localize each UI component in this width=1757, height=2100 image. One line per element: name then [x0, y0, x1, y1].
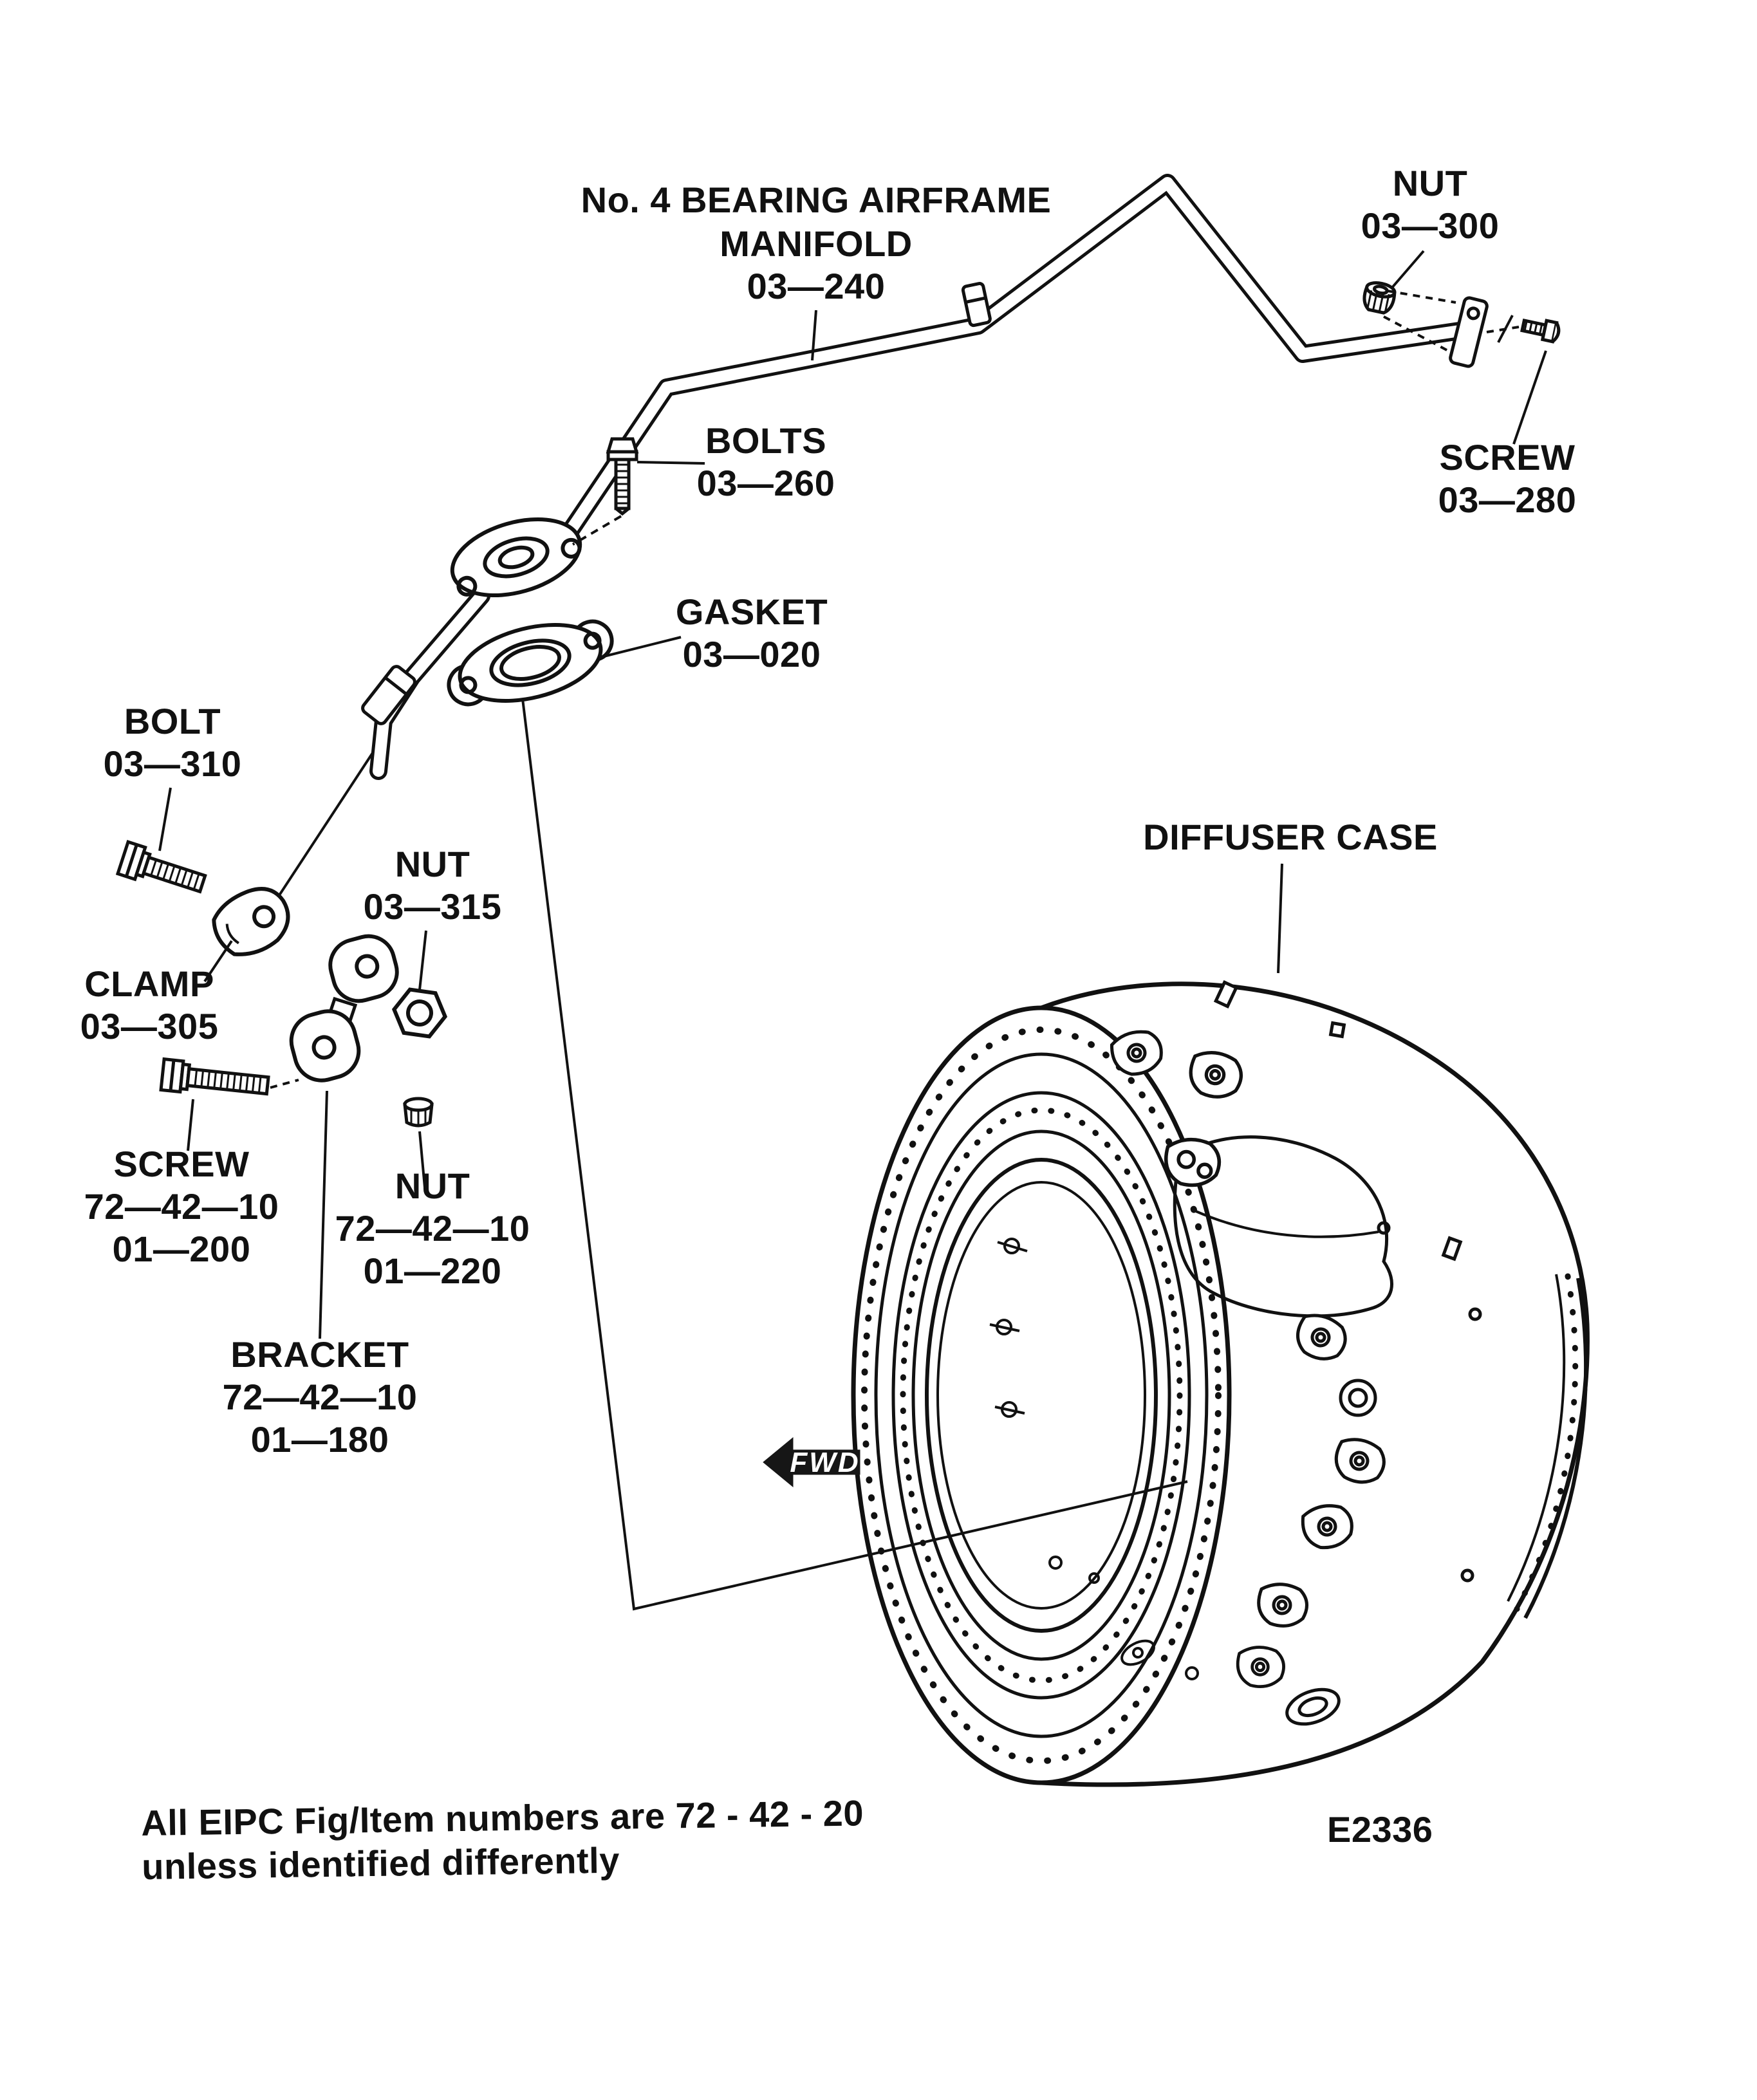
inner-face-studs — [989, 1238, 1199, 1680]
label-diffuser-case-line1: DIFFUSER CASE — [1143, 817, 1438, 857]
label-nut-03-300-line1: NUT — [1393, 163, 1468, 203]
case-bosses — [1110, 980, 1482, 1726]
label-manifold-line2: MANIFOLD — [720, 223, 913, 264]
long-leader-lines — [274, 698, 1188, 1611]
label-bolt-03-310-line2: 03—310 — [104, 743, 242, 784]
label-screw-72-42-10-line3: 01—200 — [113, 1229, 251, 1269]
label-bolts-03-260: BOLTS 03—260 — [697, 420, 835, 503]
label-manifold-line3: 03—240 — [747, 266, 886, 306]
label-gasket-03-020-line1: GASKET — [676, 591, 828, 632]
label-nut-03-315-line2: 03—315 — [364, 886, 502, 927]
nut-01-220-drawing — [403, 1097, 434, 1128]
flange-fitting-drawing — [450, 517, 582, 598]
label-clamp-03-305-line2: 03—305 — [80, 1006, 219, 1046]
label-screw-72-42-10-line2: 72—42—10 — [84, 1186, 279, 1227]
label-bracket-72-42-10: BRACKET 72—42—10 01—180 — [223, 1334, 418, 1460]
label-bolts-03-260-line1: BOLTS — [705, 420, 826, 461]
label-gasket-03-020: GASKET 03—020 — [676, 591, 828, 674]
label-diffuser-case: DIFFUSER CASE — [1143, 817, 1438, 857]
label-bolt-03-310: BOLT 03—310 — [104, 701, 242, 784]
label-nut-72-42-10-line1: NUT — [395, 1166, 470, 1206]
label-nut-03-315-line1: NUT — [395, 844, 470, 884]
label-nut-03-300: NUT 03—300 — [1361, 163, 1500, 246]
tube-end-tab — [1449, 296, 1489, 368]
label-screw-03-280-line2: 03—280 — [1438, 479, 1577, 520]
footer-note-line2: unless identified differently — [142, 1840, 620, 1887]
label-nut-72-42-10-line3: 01—220 — [364, 1250, 502, 1291]
diffuser-case-drawing — [851, 980, 1590, 1787]
label-screw-72-42-10-line1: SCREW — [114, 1144, 250, 1184]
label-gasket-03-020-line2: 03—020 — [683, 634, 821, 674]
gasket-drawing — [447, 619, 614, 707]
nut-03-315-drawing — [391, 987, 448, 1039]
label-bolts-03-260-line2: 03—260 — [697, 463, 835, 503]
label-nut-72-42-10: NUT 72—42—10 01—220 — [335, 1166, 530, 1291]
screw-01-200-drawing — [159, 1057, 299, 1096]
manifold-tube-drawing — [361, 174, 1489, 780]
label-screw-72-42-10: SCREW 72—42—10 01—200 — [84, 1144, 279, 1269]
label-screw-03-280: SCREW 03—280 — [1438, 437, 1577, 520]
label-nut-03-300-line2: 03—300 — [1361, 205, 1500, 246]
nut-03-300-drawing — [1362, 281, 1456, 352]
label-bolt-03-310-line1: BOLT — [124, 701, 221, 741]
label-nut-03-315: NUT 03—315 — [364, 844, 502, 927]
tube-coupling — [361, 665, 416, 725]
label-nut-72-42-10-line2: 72—42—10 — [335, 1208, 530, 1249]
footer: All EIPC Fig/Item numbers are 72 - 42 - … — [141, 1792, 864, 1887]
footer-note-line1: All EIPC Fig/Item numbers are 72 - 42 - … — [141, 1792, 864, 1843]
label-manifold: No. 4 BEARING AIRFRAME MANIFOLD 03—240 — [581, 180, 1052, 306]
tube-clip — [961, 282, 992, 328]
callout-labels: No. 4 BEARING AIRFRAME MANIFOLD 03—240 N… — [80, 163, 1577, 1460]
label-manifold-line1: No. 4 BEARING AIRFRAME — [581, 180, 1052, 220]
label-bracket-line2: 72—42—10 — [223, 1377, 418, 1417]
label-clamp-03-305: CLAMP 03—305 — [80, 963, 219, 1046]
fwd-direction-arrow: FWD — [763, 1436, 860, 1488]
bracket-drawing — [289, 934, 399, 1083]
label-leader-lines — [158, 250, 1547, 1339]
bolt-03-310-drawing — [115, 839, 207, 894]
figure-number: E2336 — [1327, 1809, 1433, 1850]
clamp-03-305-drawing — [212, 887, 290, 956]
fwd-arrow-label: FWD — [790, 1447, 860, 1478]
screw-03-280-drawing — [1486, 315, 1561, 344]
label-bracket-line3: 01—180 — [251, 1419, 389, 1460]
fwd-arrow-icon — [763, 1436, 860, 1488]
label-bracket-line1: BRACKET — [230, 1334, 409, 1375]
bolt-03-260-drawing — [572, 437, 639, 546]
label-clamp-03-305-line1: CLAMP — [84, 963, 214, 1004]
label-screw-03-280-line1: SCREW — [1440, 437, 1576, 478]
